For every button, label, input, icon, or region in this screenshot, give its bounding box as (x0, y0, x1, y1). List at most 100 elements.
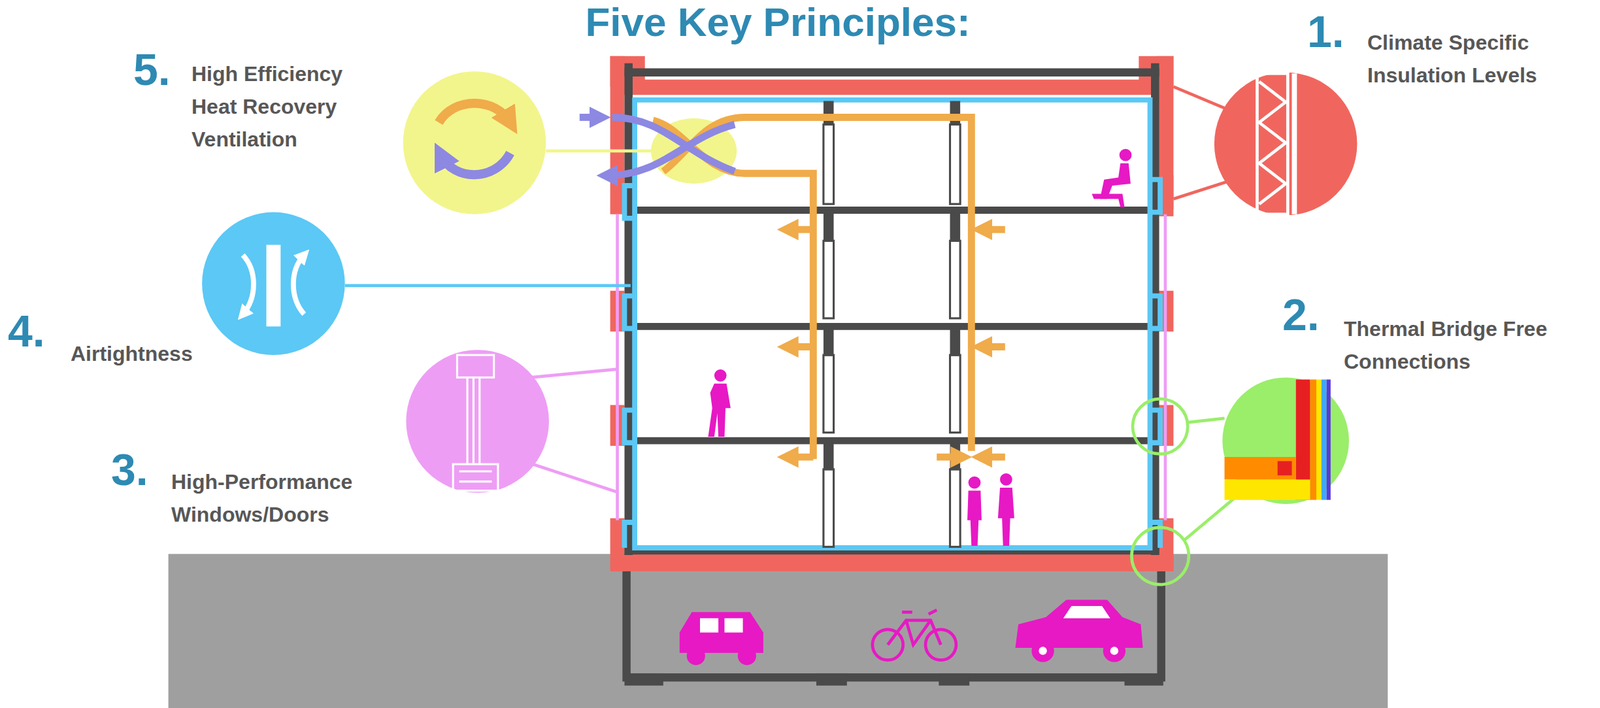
columns-part (950, 330, 959, 355)
principle-label: High-Performance Windows/Doors (171, 465, 394, 531)
people-part (968, 476, 982, 489)
ducts-part (787, 453, 814, 461)
vehicles-part (1063, 605, 1111, 619)
airtight-layer-part (1150, 296, 1161, 329)
people-part (998, 487, 1015, 546)
ground-part (816, 673, 848, 686)
vehicles-part (872, 609, 957, 660)
window-callout-part-part (466, 377, 468, 465)
window-callout-part (530, 369, 617, 378)
airtight-layer-part (624, 296, 635, 329)
thermal-bridge-callout-part (1131, 527, 1189, 585)
airtight-callout-part (293, 254, 304, 315)
airtight-layer (624, 100, 1161, 548)
window-callout (405, 349, 617, 493)
vehicles-part-part (887, 609, 941, 645)
window-callout-part-part (452, 464, 499, 491)
callout-number: 2. (1282, 292, 1320, 337)
hrv-callout-part (545, 149, 653, 153)
people-part (1000, 473, 1013, 486)
thermal-bridge-callout-part (1222, 377, 1350, 504)
thermal-bridge-callout-part (1321, 379, 1327, 500)
hrv-callout-part (440, 152, 510, 175)
structure-part (628, 437, 1156, 445)
thermal-bridge-callout-part (1277, 460, 1293, 476)
ground-part (624, 673, 663, 686)
ducts-part (787, 343, 814, 351)
ground-part (626, 567, 1162, 678)
callout-number: 3. (111, 447, 149, 492)
thermal-bridge-callout-part (1326, 379, 1331, 500)
vehicles-part (686, 646, 706, 665)
window-callout-part-part (478, 377, 481, 465)
columns-part (824, 330, 833, 355)
principle-label: Climate Specific Insulation Levels (1367, 26, 1584, 92)
principle-label: Airtightness (70, 337, 267, 370)
airtight-callout-part (201, 212, 346, 355)
people (707, 149, 1132, 546)
ducts (652, 116, 1006, 459)
thermal-bridge-callout-part (1310, 379, 1317, 500)
people-part (967, 490, 982, 546)
ducts-part (936, 453, 961, 461)
insulation-callout-part (1173, 86, 1230, 111)
airtight-layer-part (1150, 179, 1161, 213)
ducts-part (663, 116, 972, 451)
air-flow-part (579, 113, 600, 121)
thermal-bridge-callout (1131, 377, 1350, 585)
ground (168, 553, 1389, 708)
columns-part (824, 444, 833, 469)
thermal-bridge-callout-part (1132, 398, 1188, 454)
columns-part (950, 354, 961, 433)
structure-part (624, 68, 1159, 77)
insulation-callout-part (1214, 72, 1358, 216)
vehicles-part (700, 618, 719, 633)
window-line (617, 214, 1166, 521)
ducts-part (787, 226, 814, 234)
window-line-part (615, 214, 619, 521)
thermal-bridge-callout-part (1316, 379, 1322, 500)
thermal-bridge-callout-part (1224, 456, 1296, 480)
structure-part (628, 206, 1156, 214)
columns (823, 101, 961, 547)
columns-part (950, 240, 961, 319)
columns-part (950, 214, 959, 242)
thermal-bridge-callout-part (1224, 479, 1310, 500)
callout-number: 4. (7, 308, 46, 353)
callout-number: 1. (1307, 9, 1345, 54)
window-callout-part-part (472, 377, 475, 465)
window-line-part (1164, 214, 1168, 521)
structure-part (628, 322, 1156, 331)
vehicles (679, 600, 1144, 666)
air-flow (579, 116, 735, 176)
columns-part (824, 101, 833, 125)
diagram-title: Five Key Principles: (584, 0, 970, 45)
columns-part (823, 124, 834, 204)
airtight-layer-part (624, 409, 635, 443)
columns-part (824, 214, 833, 242)
ground-part (938, 673, 970, 686)
air-flow-part (612, 116, 735, 172)
people-part (1100, 163, 1131, 200)
window-callout-part (532, 464, 617, 492)
ground-part (1124, 673, 1163, 686)
vehicles-part (1015, 600, 1143, 648)
airtight-layer-part (624, 522, 635, 548)
window-callout-part-part (459, 471, 493, 482)
people-part (707, 383, 731, 437)
principle-label: Thermal Bridge Free Connections (1343, 312, 1567, 378)
callout-number: 5. (133, 47, 171, 92)
columns-part (950, 469, 961, 548)
ducts-part (981, 453, 1006, 461)
people-part (1092, 193, 1125, 207)
columns-part (823, 354, 834, 433)
ducts-part (981, 226, 1006, 234)
ground-part (168, 553, 1389, 708)
airtight-callout (201, 212, 631, 355)
insulation-callout-part (1259, 81, 1287, 204)
airtight-callout-part (345, 284, 631, 288)
vehicles-part (679, 611, 764, 653)
columns-part (950, 124, 961, 204)
insulation-envelope-part (612, 79, 1172, 95)
vehicles-part (1110, 646, 1119, 655)
